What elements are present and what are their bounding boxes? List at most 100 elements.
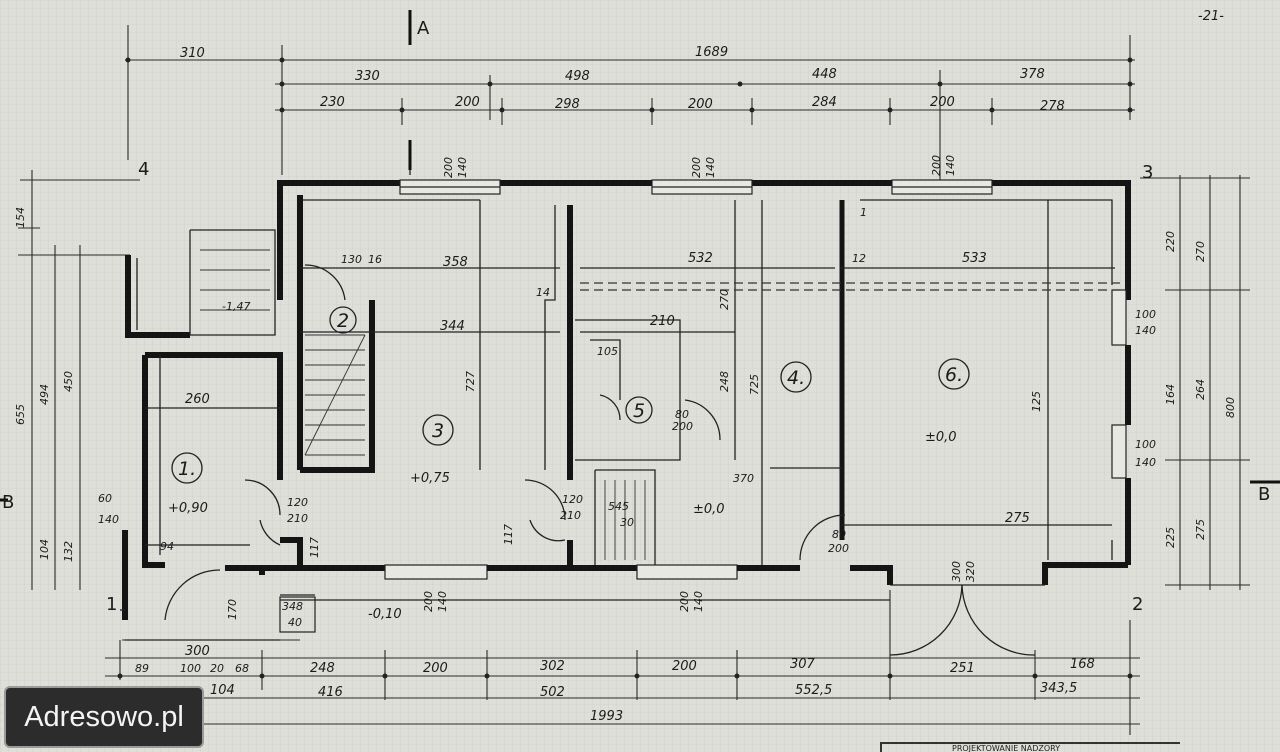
dim-s2-200: 200 (678, 591, 691, 612)
dim-in-248: 248 (718, 371, 731, 392)
dim-bot-200b: 200 (672, 659, 697, 674)
dim-bot-68: 68 (235, 662, 249, 675)
dim-in-300: 300 (950, 561, 963, 582)
dim-window-1-140: 140 (456, 157, 469, 178)
level-room3: +0,75 (410, 471, 450, 486)
level-entry: -0,10 (368, 607, 402, 622)
dim-right-100b: 100 (1135, 438, 1156, 451)
dim-in-105: 105 (597, 345, 618, 358)
dim-bot-5525: 552,5 (795, 683, 832, 698)
dim-bot-89: 89 (135, 662, 149, 675)
dim-bot-248: 248 (310, 661, 335, 676)
dim-top-448: 448 (812, 67, 837, 82)
axis-mark-3: 3 (1142, 162, 1153, 183)
dim-in-727: 727 (464, 371, 477, 392)
construction-lines (0, 10, 1280, 641)
dim-in-533: 533 (962, 251, 987, 266)
axis-mark-4: 4 (138, 159, 149, 180)
dim-in-320: 320 (964, 561, 977, 582)
room-markers (171, 306, 970, 484)
dim-in-275: 275 (1005, 511, 1030, 526)
dim-in-130: 130 (341, 253, 362, 266)
top-dimension-lines (20, 25, 1250, 190)
dim-in-170: 170 (226, 599, 239, 620)
dim-bot-3435: 343,5 (1040, 681, 1077, 696)
dim-right-275: 275 (1194, 519, 1207, 540)
dim-bot-104: 104 (210, 683, 235, 698)
stair-treads (200, 249, 646, 560)
room-4-circle (780, 361, 812, 393)
dim-left-494: 494 (38, 384, 51, 405)
title-block: PROJEKTOWANIE NADZORY (880, 742, 1180, 752)
dim-in-120b: 120 (562, 493, 583, 506)
dim-in-344: 344 (440, 319, 465, 334)
room-6-circle (938, 358, 970, 390)
dim-bot-1993: 1993 (590, 709, 623, 724)
dim-left-60: 60 (98, 492, 112, 505)
level-stair-top: -1,47 (222, 300, 250, 313)
dim-in-200b: 200 (828, 542, 849, 555)
dim-right-220: 220 (1164, 231, 1177, 252)
side-dimension-lines (18, 170, 1250, 590)
dim-window-3-140: 140 (944, 155, 957, 176)
level-room1: +0,90 (168, 501, 208, 516)
watermark-logo: Adresowo.pl (4, 686, 204, 748)
dim-bot-416: 416 (318, 685, 343, 700)
dim-bot-302: 302 (540, 659, 565, 674)
dim-top-330: 330 (355, 69, 380, 84)
section-mark-b-right: B (1258, 484, 1270, 505)
dim-top-378: 378 (1020, 67, 1045, 82)
level-room4: ±0,0 (693, 502, 725, 517)
room-5-circle (625, 396, 653, 424)
room-3-circle (422, 414, 454, 446)
dim-in-1: 1 (860, 206, 867, 219)
room-5-label: 5 (633, 400, 645, 422)
section-mark-a: A (417, 18, 430, 39)
dim-left-104: 104 (38, 539, 51, 560)
dim-in-348: 348 (282, 600, 303, 613)
dim-window-2-140: 140 (704, 157, 717, 178)
axis-mark-2: 2 (1132, 594, 1143, 615)
dim-in-30: 30 (620, 516, 634, 529)
dim-right-140b: 140 (1135, 456, 1156, 469)
dim-in-117b: 117 (502, 524, 515, 545)
dim-top-1689: 1689 (695, 45, 728, 60)
dim-right-164: 164 (1164, 384, 1177, 405)
section-mark-b-left: B (2, 492, 14, 513)
dim-in-40: 40 (288, 616, 302, 629)
dim-bot-502: 502 (540, 685, 565, 700)
dim-in-210: 210 (650, 314, 675, 329)
room-6-label: 6. (945, 364, 963, 386)
dim-left-655: 655 (14, 404, 27, 425)
dim-left-132: 132 (62, 541, 75, 562)
dim-bot-200a: 200 (423, 661, 448, 676)
dim-in-117a: 117 (308, 537, 321, 558)
dim-left-154: 154 (14, 207, 27, 228)
dim-in-80b: 80 (832, 528, 846, 541)
walls (122, 179, 1131, 620)
dim-s2-140: 140 (692, 591, 705, 612)
dim-s-140: 140 (436, 591, 449, 612)
dim-right-225: 225 (1164, 527, 1177, 548)
dim-in-260: 260 (185, 392, 210, 407)
dim-right-100a: 100 (1135, 308, 1156, 321)
room-2-label: 2 (337, 310, 349, 332)
dim-right-800: 800 (1224, 397, 1237, 418)
bottom-dimension-lines (105, 590, 1140, 735)
page-number: -21- (1198, 9, 1224, 24)
dim-in-210a: 210 (287, 512, 308, 525)
dim-in-16: 16 (368, 253, 382, 266)
dim-window-1-200: 200 (442, 157, 455, 178)
dim-in-370: 370 (733, 472, 754, 485)
dim-in-120a: 120 (287, 496, 308, 509)
dim-window-2-200: 200 (690, 157, 703, 178)
dim-top-200b: 200 (688, 97, 713, 112)
dim-s-200: 200 (422, 591, 435, 612)
room-2-circle (329, 306, 357, 334)
dim-bot-251: 251 (950, 661, 975, 676)
dim-in-200a: 200 (672, 420, 693, 433)
dim-in-358: 358 (443, 255, 468, 270)
dim-right-264: 264 (1194, 379, 1207, 400)
level-room6: ±0,0 (925, 430, 957, 445)
